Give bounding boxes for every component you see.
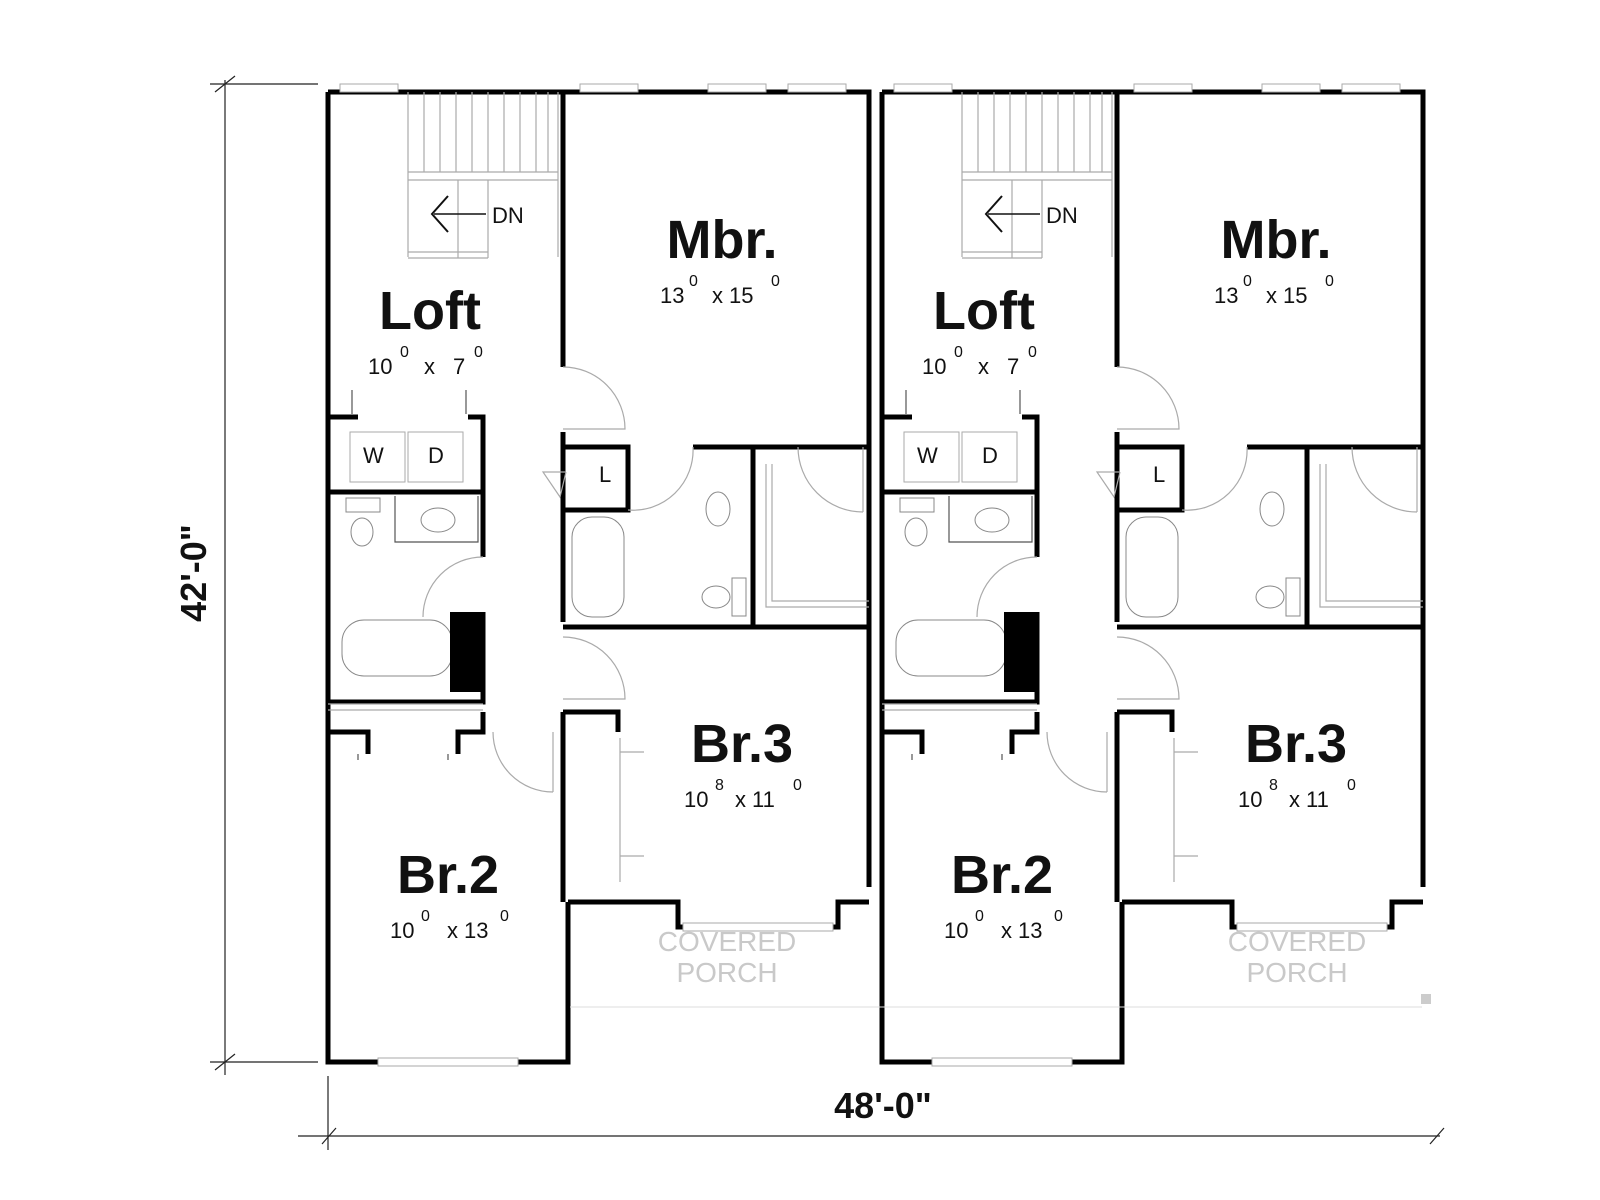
stair-dn-label: DN (1046, 203, 1078, 228)
loft-name: Loft (379, 281, 481, 341)
br2-w: 10 (390, 918, 414, 943)
loft-w-in: 0 (400, 344, 409, 361)
br2-w-in: 0 (421, 908, 430, 925)
porch-line2: PORCH (676, 957, 777, 988)
overall-height-label: 42'-0" (173, 524, 214, 622)
br2-name: Br.2 (951, 845, 1053, 905)
washer-label: W (917, 443, 938, 468)
dimension-vertical: 42'-0" (173, 75, 318, 1075)
br2-w-in: 0 (975, 908, 984, 925)
mbr-name: Mbr. (666, 210, 777, 270)
mbr-w-in: 0 (1243, 273, 1252, 290)
porch-line1: COVERED (658, 926, 796, 957)
br2-w: 10 (944, 918, 968, 943)
mbr-name: Mbr. (1220, 210, 1331, 270)
loft-sep: x (978, 354, 989, 379)
br3-sep: x (1289, 787, 1300, 812)
linen-label: L (599, 462, 611, 487)
br2-name: Br.2 (397, 845, 499, 905)
unit-right-labels: Mbr. 13 0 x 15 0 Loft 10 0 x 7 0 DN W D … (917, 203, 1366, 988)
dryer-label: D (982, 443, 998, 468)
br3-w: 10 (684, 787, 708, 812)
br3-w-in: 8 (715, 777, 724, 794)
loft-name: Loft (933, 281, 1035, 341)
br2-h: 13 (1018, 918, 1042, 943)
mbr-sep: x (712, 283, 723, 308)
loft-h-in: 0 (474, 344, 483, 361)
br3-w-in: 8 (1269, 777, 1278, 794)
washer-label: W (363, 443, 384, 468)
br3-h-in: 0 (793, 777, 802, 794)
br2-sep: x (447, 918, 458, 943)
mbr-h-in: 0 (1325, 273, 1334, 290)
unit-left-labels: Mbr. 13 0 x 15 0 Loft 10 0 x 7 0 DN W D … (363, 203, 802, 988)
stair-dn-label: DN (492, 203, 524, 228)
loft-h: 7 (453, 354, 465, 379)
loft-w: 10 (368, 354, 392, 379)
br3-name: Br.3 (691, 714, 793, 774)
br2-sep: x (1001, 918, 1012, 943)
br3-sep: x (735, 787, 746, 812)
mbr-w-in: 0 (689, 273, 698, 290)
br2-h: 13 (464, 918, 488, 943)
mbr-h-in: 0 (771, 273, 780, 290)
mbr-w: 13 (660, 283, 684, 308)
dryer-label: D (428, 443, 444, 468)
loft-w: 10 (922, 354, 946, 379)
br3-w: 10 (1238, 787, 1262, 812)
br2-h-in: 0 (500, 908, 509, 925)
br3-h: 11 (752, 787, 775, 812)
overall-width-label: 48'-0" (834, 1085, 932, 1126)
porch-post-marker (1421, 994, 1431, 1004)
loft-h-in: 0 (1028, 344, 1037, 361)
loft-h: 7 (1007, 354, 1019, 379)
mbr-h: 15 (729, 283, 753, 308)
br3-h-in: 0 (1347, 777, 1356, 794)
linen-label: L (1153, 462, 1165, 487)
mbr-h: 15 (1283, 283, 1307, 308)
br3-h: 11 (1306, 787, 1329, 812)
mbr-sep: x (1266, 283, 1277, 308)
porch-line1: COVERED (1228, 926, 1366, 957)
loft-sep: x (424, 354, 435, 379)
mbr-w: 13 (1214, 283, 1238, 308)
br2-h-in: 0 (1054, 908, 1063, 925)
porch-line2: PORCH (1246, 957, 1347, 988)
loft-w-in: 0 (954, 344, 963, 361)
br3-name: Br.3 (1245, 714, 1347, 774)
dimension-horizontal: 48'-0" (298, 1076, 1445, 1150)
